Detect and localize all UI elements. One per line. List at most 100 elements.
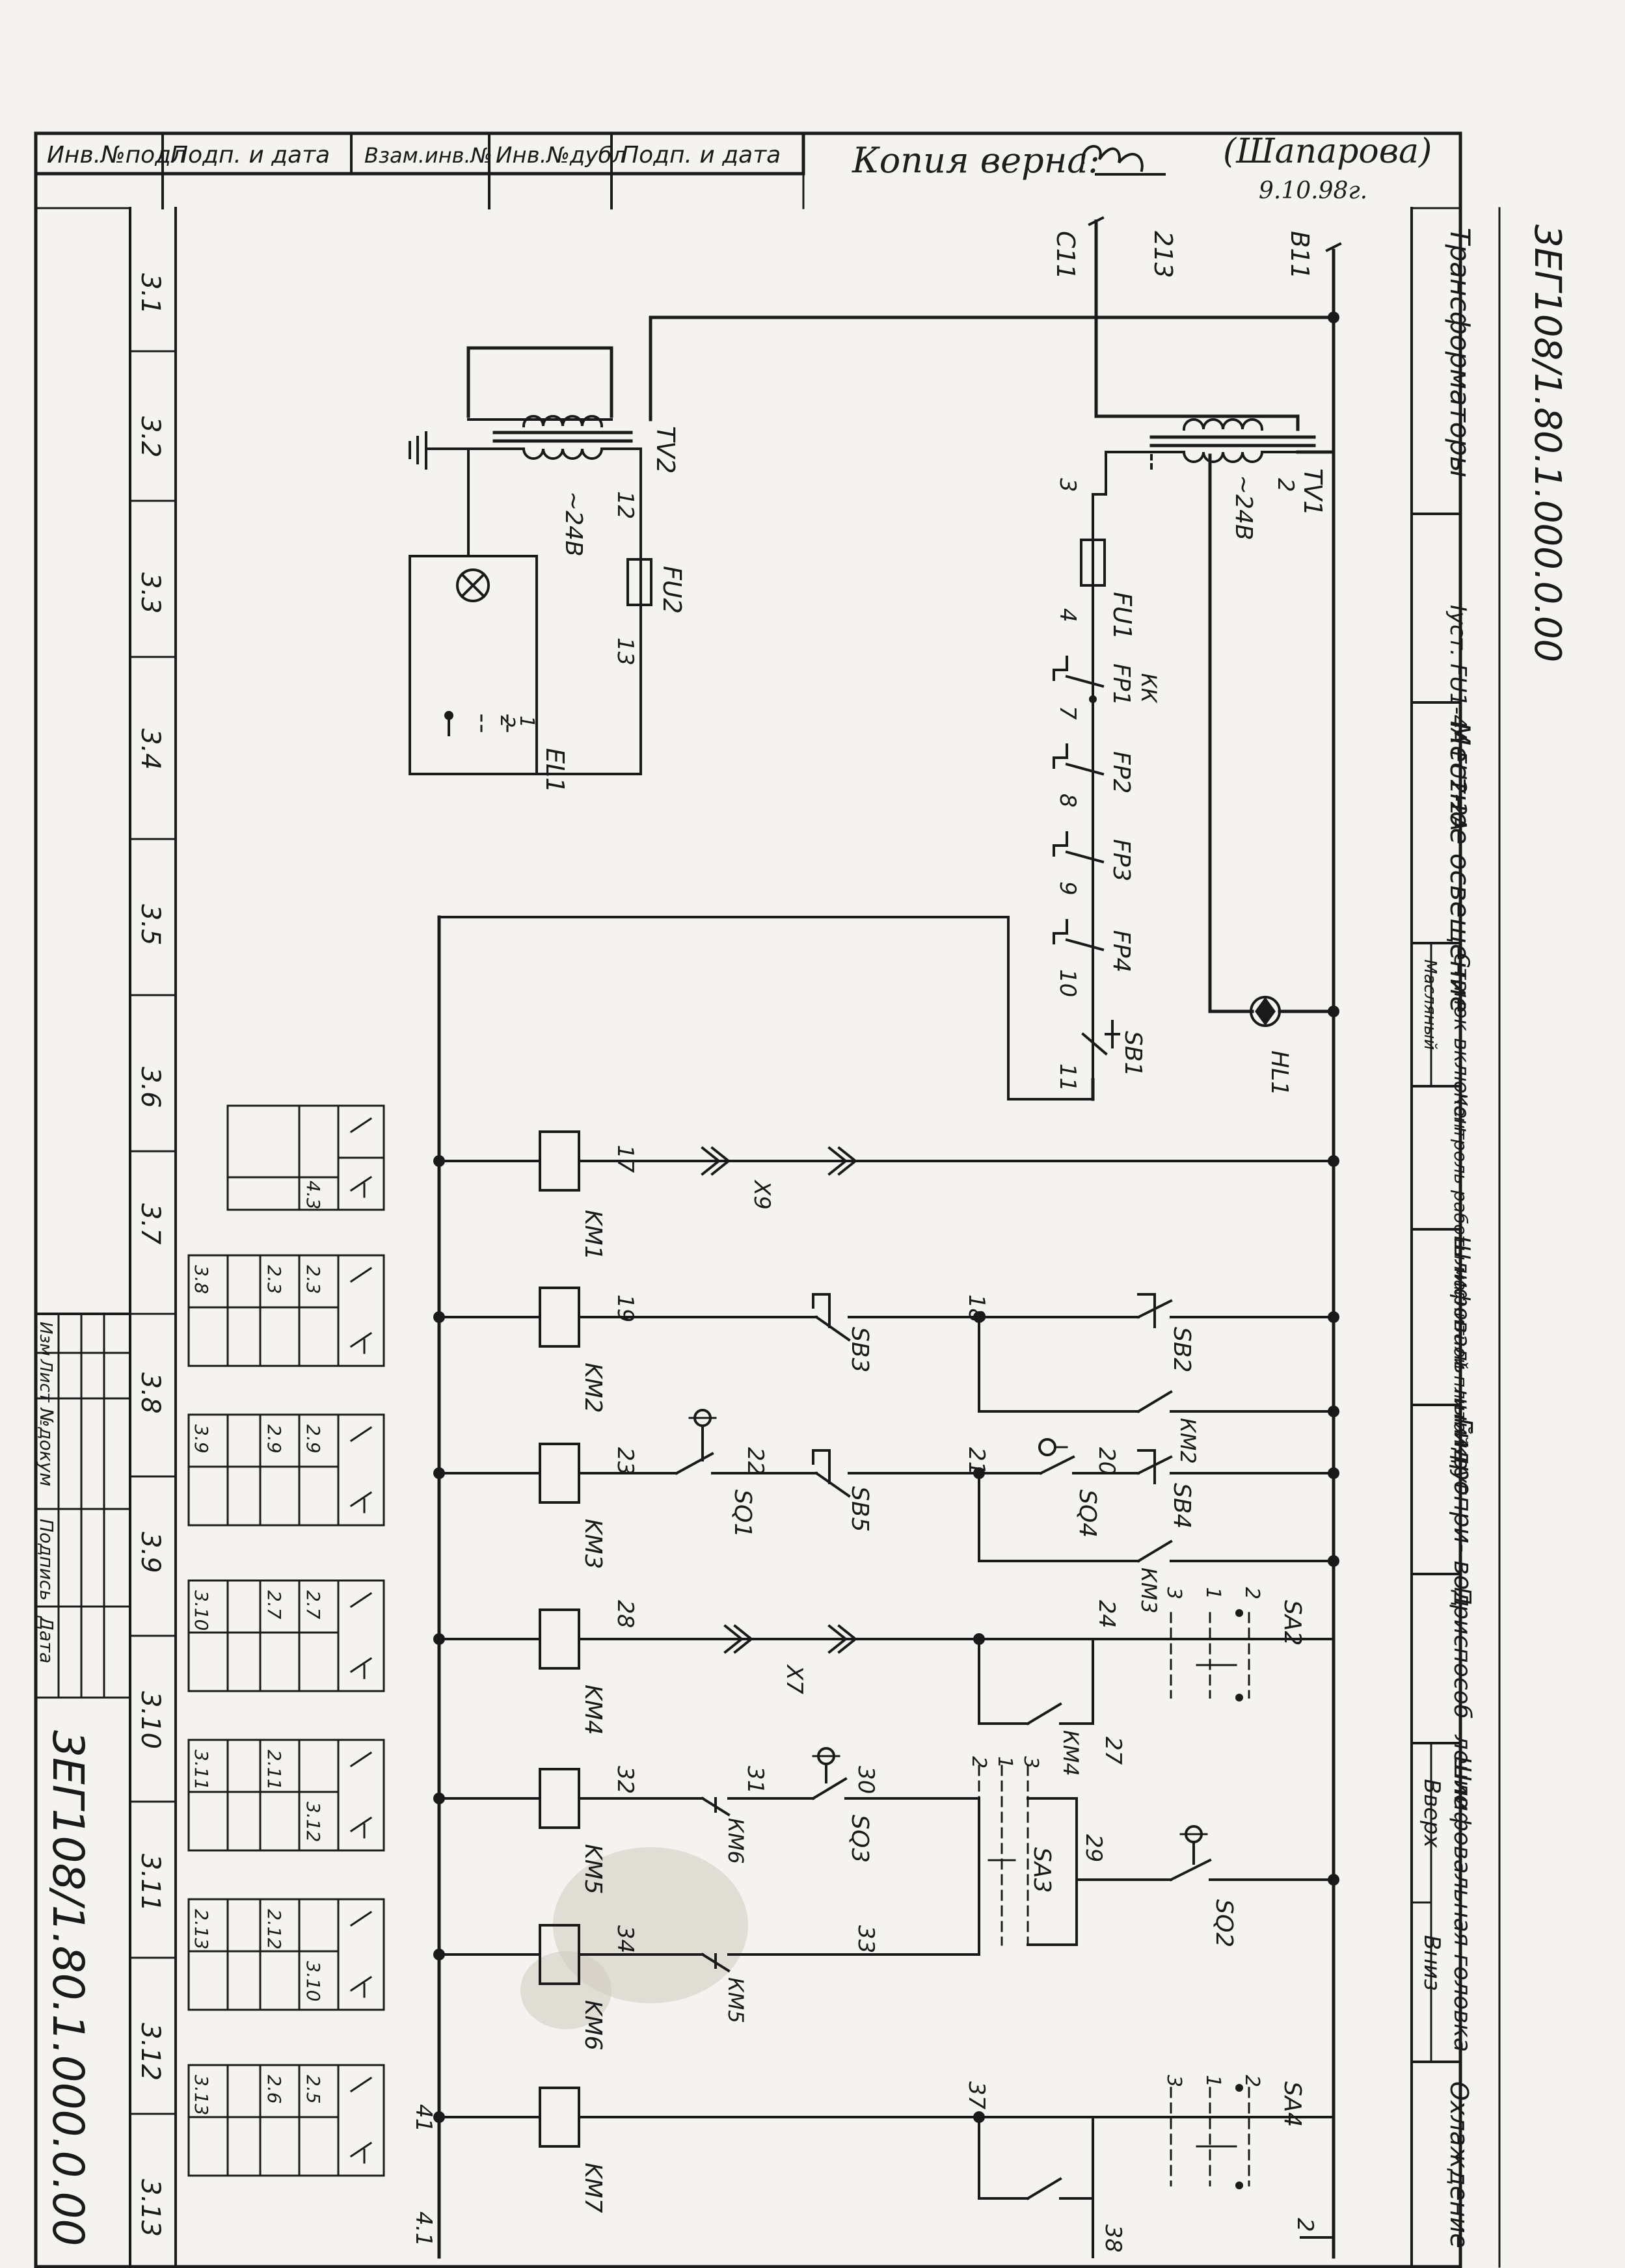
label-SA2: SA2: [1279, 1600, 1306, 1646]
section-local-lighting: Местное освещение: [1444, 722, 1476, 1013]
label-n9: 9: [1054, 881, 1081, 896]
limit-switch-SQ2: [1169, 1825, 1212, 1882]
label-KM3-contact: КМ3: [1136, 1568, 1161, 1614]
zone-3-3: 3.3: [135, 572, 165, 614]
connector-X9: [701, 1146, 858, 1176]
ref-3-10: 3.10: [191, 1590, 212, 1631]
label-n2-bottom: 2: [1292, 2218, 1318, 2232]
ref-3-13: 3.13: [191, 2075, 212, 2115]
label-n2: 2: [1272, 478, 1298, 492]
label-n41: 41: [410, 2104, 436, 2132]
label-n11: 11: [1054, 1063, 1081, 1091]
label-KK: КК: [1136, 673, 1161, 704]
label-FP1: FP1: [1108, 663, 1135, 706]
zone-3-6: 3.6: [135, 1067, 165, 1108]
ref-3-11: 3.11: [191, 1750, 212, 1790]
contact-table-KM6: 3.10 2.12 2.13: [187, 1898, 385, 2011]
label-KM4: KM4: [580, 1685, 606, 1735]
ref-2-7-a: 2.7: [302, 1590, 324, 1620]
label-SA2-2: 2: [1241, 1587, 1263, 1599]
stamp-header-sign-date: Подп. и дата: [170, 142, 330, 168]
section-transformers: Трансформаторы: [1444, 228, 1476, 477]
section-fuses: Iуст. FU1-4A FU2-2A: [1445, 605, 1471, 831]
label-KM7: KM7: [580, 2163, 606, 2213]
section-cooling: Охлаждение: [1445, 2081, 1473, 2248]
section-machine-on: Станок включен: [1449, 953, 1474, 1132]
label-FP2: FP2: [1108, 751, 1135, 794]
section-grinding-head: Шлифовальная головка: [1449, 1756, 1475, 2052]
coil-KM5: [539, 1768, 580, 1829]
section-machine-on-sub: Масляный: [1420, 959, 1440, 1050]
label-KM5: KM5: [580, 1844, 606, 1895]
contact-FP3: [1053, 831, 1105, 864]
pushbutton-SB2: [1136, 1293, 1173, 1328]
contact-FP2: [1053, 743, 1105, 776]
approval-stamp: Инв.№подл Подп. и дата Взам.инв.№ Инв.№д…: [34, 131, 805, 209]
ref-2-13: 2.13: [191, 1909, 212, 1949]
coil-KM2: [539, 1287, 580, 1348]
zone-3-11: 3.11: [135, 1854, 165, 1912]
tb-col-list: Лист: [36, 1359, 55, 1403]
label-TV2: TV2: [651, 426, 680, 474]
label-213: 213: [1149, 231, 1177, 278]
label-n23: 23: [612, 1447, 638, 1475]
label-B11: B11: [1285, 231, 1314, 279]
contact-table-KM5: 3.12 2.11 3.11: [187, 1739, 385, 1852]
contact-table-KM7: 2.5 2.6 3.13: [187, 2064, 385, 2177]
label-KM4-contact: КМ4: [1058, 1730, 1083, 1776]
label-SB3: SB3: [846, 1327, 873, 1372]
transformer-TV1-primary: [1182, 418, 1264, 431]
label-C11: C11: [1051, 231, 1080, 280]
label-n22: 22: [742, 1447, 768, 1475]
contact-table-KM1: 4.3: [226, 1104, 385, 1211]
label-n12: 12: [612, 491, 638, 519]
pushbutton-SB4: [1136, 1449, 1173, 1484]
limit-switch-SQ3: [811, 1747, 848, 1800]
label-KM6-contact: КМ6: [723, 1818, 748, 1864]
label-SA4-1: 1: [1202, 2075, 1224, 2087]
label-n29: 29: [1081, 1834, 1107, 1862]
label-TV1-24V: ~24В: [1230, 475, 1257, 540]
label-n34: 34: [612, 1925, 638, 1953]
label-KM6: KM6: [580, 2000, 606, 2051]
zone-3-13: 3.13: [135, 2179, 165, 2237]
stamp-header-sign-date-2: Подп. и дата: [621, 142, 781, 168]
coil-KM7: [539, 2087, 580, 2148]
ground-icon: [409, 431, 470, 470]
section-hydraulics: Гидропри- вод: [1449, 1418, 1477, 1607]
contact-KM5-interlock: [701, 1953, 731, 1973]
label-SA2-1: 1: [1202, 1587, 1224, 1599]
label-SB1: SB1: [1120, 1031, 1146, 1076]
stamp-header-inv-original: Инв.№подл: [47, 142, 186, 168]
transformer-TV2-secondary: [522, 447, 604, 460]
section-grinding-wheel: Шлифоваль- ный круг: [1449, 1236, 1475, 1495]
label-SQ4: SQ4: [1074, 1489, 1101, 1538]
label-n37: 37: [963, 2081, 989, 2110]
label-n10: 10: [1054, 969, 1081, 997]
zone-3-12: 3.12: [135, 2023, 165, 2081]
label-SQ3: SQ3: [846, 1815, 873, 1863]
label-SA2-3: 3: [1162, 1587, 1185, 1599]
schematic-body: C11 213 B11 TV1 ~24В 2 3 FU1: [187, 216, 1342, 2259]
document-code-top: 3ЕГ108/1.80.1.000.0.00: [1526, 224, 1568, 662]
label-X7: X7: [781, 1664, 807, 1694]
zone-3-2: 3.2: [135, 416, 165, 458]
fuse-FU2: [626, 558, 652, 606]
label-SA3-3: 3: [1019, 1756, 1042, 1768]
zone-3-8: 3.8: [135, 1372, 165, 1414]
label-n32: 32: [612, 1766, 638, 1794]
paper-stain-2: [520, 1951, 611, 2029]
label-SA3-1: 1: [993, 1756, 1016, 1768]
tb-col-izm: Изм: [36, 1322, 55, 1356]
ref-3-10-b: 3.10: [302, 1961, 324, 2001]
stamp-header-inv-duplicate: Инв.№дубл: [496, 142, 626, 168]
label-FP3: FP3: [1108, 839, 1135, 881]
signer-name: (Шапарова): [1223, 132, 1432, 171]
ref-2-9-b: 2.9: [263, 1424, 285, 1454]
label-SA4: SA4: [1279, 2081, 1306, 2127]
contact-FP4: [1053, 919, 1105, 952]
label-n27: 27: [1100, 1737, 1126, 1765]
label-n38: 38: [1100, 2224, 1126, 2252]
label-KM5-contact: КМ5: [723, 1977, 748, 2023]
